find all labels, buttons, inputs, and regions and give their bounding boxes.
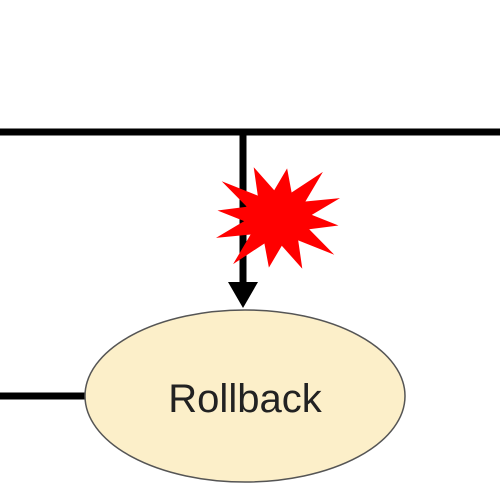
rollback-node-shape [84,309,406,483]
node-rollback[interactable]: Rollback [84,309,406,483]
arrowhead-down-icon [228,282,258,308]
rollback-node-label: Rollback [168,377,322,421]
explosion-burst-icon [216,167,340,269]
